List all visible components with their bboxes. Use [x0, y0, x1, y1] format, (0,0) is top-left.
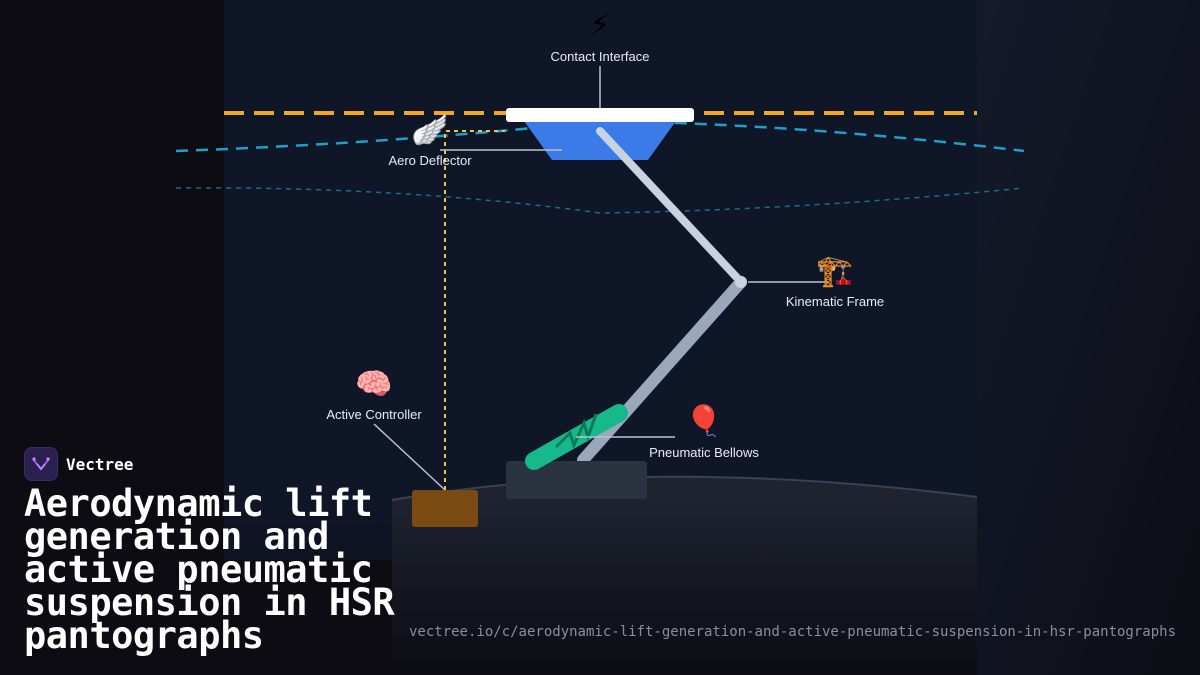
source-url[interactable]: vectree.io/c/aerodynamic-lift-generation…: [408, 624, 1176, 640]
controller-leader: [373, 423, 446, 491]
right-panel: [977, 0, 1200, 675]
label-contact-interface: Contact Interface: [550, 49, 650, 64]
label-kinematic-frame: Kinematic Frame: [785, 294, 885, 309]
label-pneumatic-bellows: Pneumatic Bellows: [649, 445, 759, 460]
knee-joint: [735, 276, 747, 288]
lower-arm: [577, 276, 747, 466]
left-panel: [0, 0, 224, 675]
controller-box: [412, 490, 478, 527]
upper-arm: [596, 127, 745, 286]
label-active-controller: Active Controller: [326, 407, 422, 422]
label-aero-deflector: Aero Deflector: [388, 153, 472, 168]
pantograph-base: [506, 461, 647, 499]
brain-icon: 🧠: [355, 367, 393, 402]
crane-icon: 🏗️: [816, 254, 854, 289]
contact-strip: [506, 108, 694, 122]
brand: Vectree: [24, 447, 133, 481]
lightning-icon: ⚡: [589, 8, 611, 43]
train-roof-edge: [391, 475, 978, 501]
balloon-icon: 🎈: [685, 404, 723, 439]
bellows-folds: [554, 413, 598, 450]
bottom-fade: [224, 500, 977, 675]
wing-icon: 🪽: [411, 113, 449, 148]
vectree-logo-icon: [24, 447, 58, 481]
brand-name: Vectree: [66, 454, 134, 474]
page-title: Aerodynamic lift generation and active p…: [24, 482, 395, 657]
